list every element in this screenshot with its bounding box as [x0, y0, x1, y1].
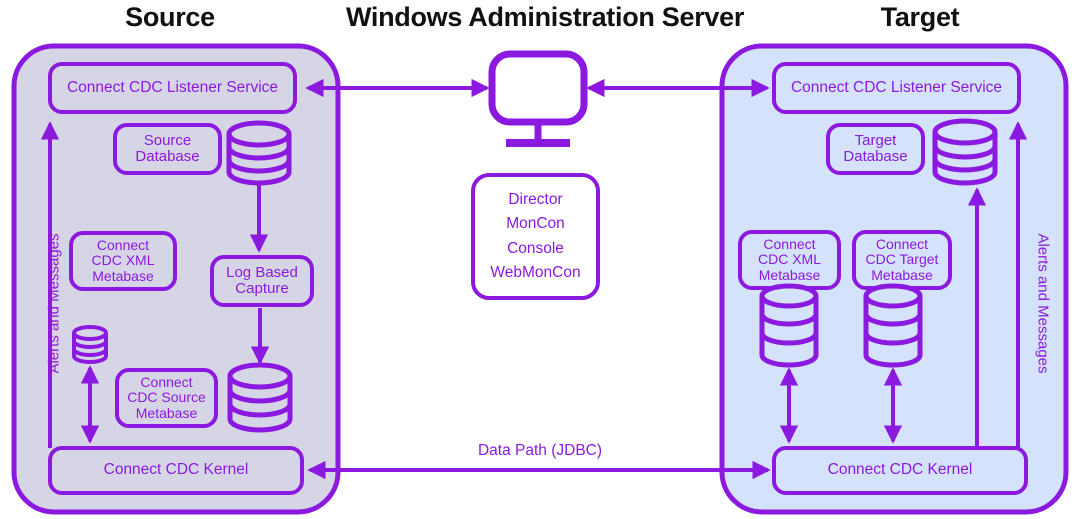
target-xml-metabase-cylinder-icon — [759, 283, 819, 368]
target-title: Target — [880, 2, 960, 32]
monitor-icon — [488, 50, 588, 147]
source-title: Source — [125, 2, 215, 32]
target-metabase-cylinder-icon — [863, 283, 923, 368]
center-panel — [471, 50, 600, 300]
source-xml-metabase-box[interactable] — [69, 231, 177, 291]
target-panel — [719, 43, 1069, 515]
source-alerts-and-messages-label: Alerts and Messages — [45, 233, 63, 374]
source-listener-service-box[interactable] — [48, 62, 297, 114]
center-title: Windows Administration Server — [345, 2, 745, 32]
source-metabase-box[interactable] — [115, 368, 218, 428]
source-small-cylinder-icon — [72, 325, 108, 364]
target-alerts-and-messages-label: Alerts and Messages — [1034, 233, 1052, 374]
source-database-box[interactable] — [113, 123, 222, 175]
target-database-box[interactable] — [826, 123, 925, 175]
source-log-based-capture-box[interactable] — [210, 255, 314, 307]
source-kernel-box[interactable] — [48, 446, 304, 495]
source-database-cylinder-icon — [226, 120, 292, 186]
admin-tools-box[interactable] — [471, 173, 600, 300]
source-panel — [11, 43, 341, 515]
target-kernel-box[interactable] — [772, 446, 1028, 495]
target-xml-metabase-box[interactable] — [738, 230, 841, 290]
target-listener-service-box[interactable] — [772, 62, 1021, 114]
target-target-metabase-box[interactable] — [852, 230, 952, 290]
target-database-cylinder-icon — [932, 118, 998, 186]
source-capture-cylinder-icon — [227, 362, 293, 433]
